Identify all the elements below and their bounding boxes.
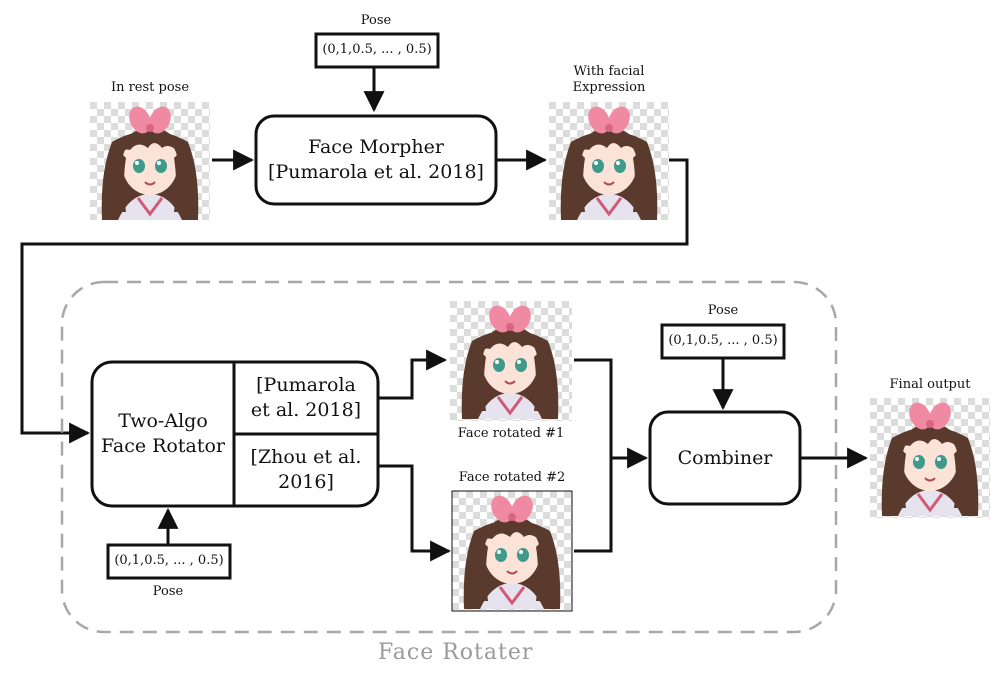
algo2-citation-line1: [Zhou et al. (250, 446, 362, 469)
bottom-pose-label: Pose (152, 584, 184, 599)
algo1-to-rotated1-arrow (378, 349, 448, 400)
bottom-pose-value: (0,1,0.5, ... , 0.5) (114, 553, 224, 569)
facial-expression-image (549, 101, 669, 222)
rotated2-to-combiner-connector (574, 458, 613, 553)
face-rotater-title: Face Rotater (378, 640, 534, 665)
facial-expression-label-line2: Expression (572, 80, 646, 96)
algo2-citation-line2: 2016] (278, 471, 334, 493)
algo2-citation: [Zhou et al. 2016] (234, 434, 378, 506)
facial-expression-label-line1: With facial (573, 64, 645, 79)
two-algo-rotator-line2: Face Rotator (100, 435, 225, 457)
top-pose-value: (0,1,0.5, ... , 0.5) (322, 42, 432, 58)
algo2-to-rotated2-arrow (378, 464, 452, 562)
final-output-label: Final output (889, 377, 971, 392)
combiner-pose-label: Pose (707, 303, 739, 318)
final-output-image (870, 397, 990, 518)
combiner-pose-value: (0,1,0.5, ... , 0.5) (668, 333, 778, 349)
expression-to-rotator-connector (20, 158, 689, 444)
top-pose-box (314, 32, 440, 69)
face-morpher-text: Face Morpher [Pumarola et al. 2018] (256, 116, 496, 204)
face-rotated-1-label: Face rotated #1 (457, 426, 565, 441)
bottom-pose-box (106, 543, 232, 580)
two-algo-rotator-line1: Two-Algo (118, 410, 208, 433)
face-rotated-2-label: Face rotated #2 (458, 470, 566, 485)
rest-pose-label: In rest pose (110, 80, 190, 95)
top-pose-label: Pose (360, 13, 392, 28)
algo1-citation: [Pumarola et al. 2018] (234, 362, 378, 434)
face-rotater-group-border (60, 280, 838, 634)
rest-pose-image (90, 101, 210, 222)
rotated1-to-combiner-connector (574, 358, 613, 458)
facial-expression-label: With facial Expression (539, 64, 679, 97)
combiner-text: Combiner (677, 446, 773, 469)
algo1-citation-line2: et al. 2018] (250, 399, 362, 421)
face-rotated-1-image (450, 300, 572, 421)
face-rotated-2-image (451, 490, 573, 612)
algo1-citation-line1: [Pumarola (256, 374, 356, 397)
face-morpher-title: Face Morpher (308, 136, 444, 159)
face-morpher-citation: [Pumarola et al. 2018] (268, 161, 484, 183)
two-algo-rotator-text: Two-Algo Face Rotator (92, 362, 234, 506)
